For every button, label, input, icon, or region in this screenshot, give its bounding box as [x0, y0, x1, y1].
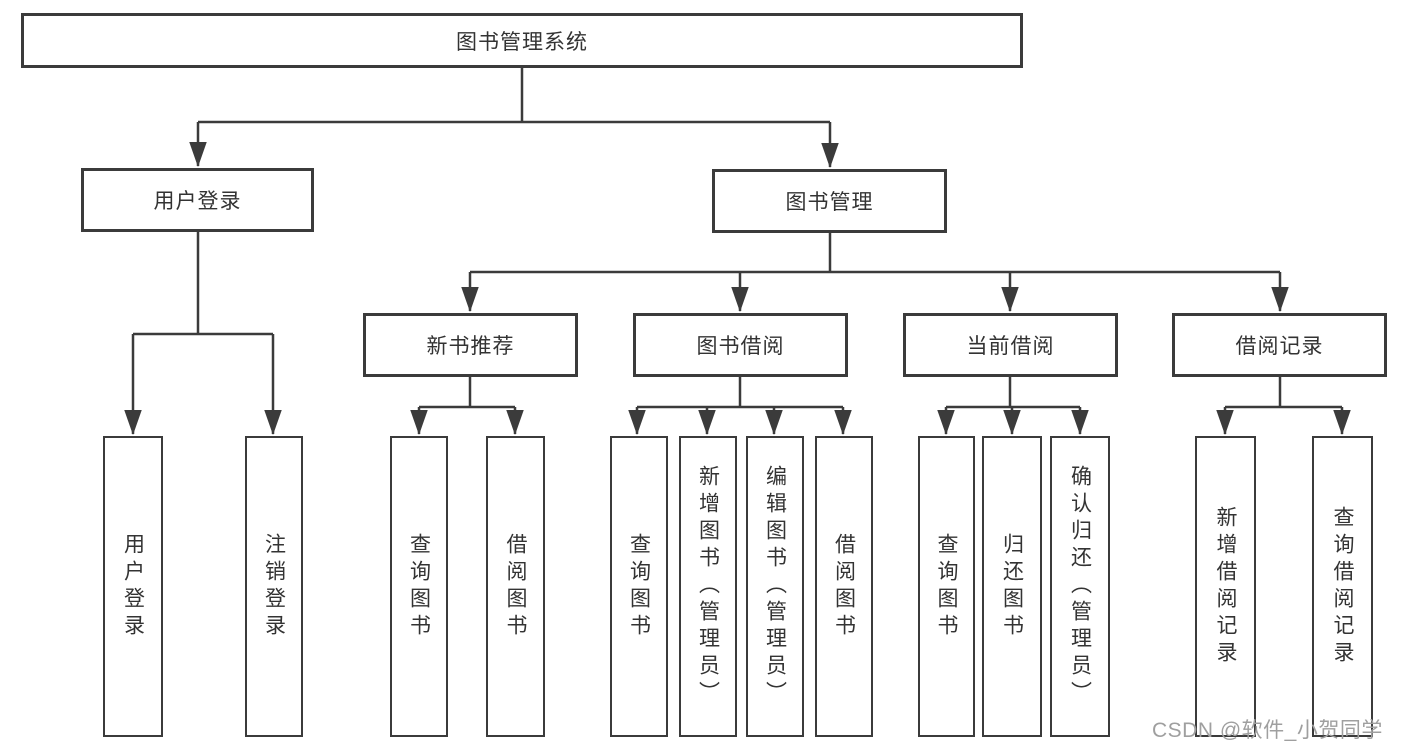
node-current-borrowing: 当前借阅	[903, 313, 1118, 377]
node-leaf-return-books: 归还图书	[982, 436, 1042, 737]
node-label: 借阅图书	[832, 532, 856, 641]
node-label: 新增图书（管理员）	[696, 465, 720, 708]
node-label: 借阅记录	[1235, 335, 1324, 358]
node-leaf-borrow-books-borrowing: 借阅图书	[815, 436, 873, 737]
node-label: 编辑图书（管理员）	[763, 465, 787, 708]
node-leaf-add-borrow-record: 新增借阅记录	[1195, 436, 1256, 737]
watermark-text: CSDN @软件_小贺同学	[1152, 719, 1383, 742]
node-label: 确认归还（管理员）	[1068, 465, 1092, 708]
node-label: 借阅图书	[504, 532, 527, 641]
node-label: 查询图书	[407, 532, 431, 641]
node-leaf-logout: 注销登录	[245, 436, 303, 737]
node-label: 新书推荐	[426, 335, 515, 358]
node-label: 查询图书	[935, 532, 958, 641]
node-label: 归还图书	[1000, 532, 1024, 641]
node-label: 图书管理系统	[456, 30, 588, 54]
node-leaf-query-borrow-record: 查询借阅记录	[1312, 436, 1373, 737]
node-leaf-edit-books-admin: 编辑图书（管理员）	[746, 436, 804, 737]
node-book-management: 图书管理	[712, 169, 947, 233]
node-label: 当前借阅	[966, 335, 1055, 358]
node-label: 用户登录	[153, 190, 242, 213]
node-leaf-query-books-recommend: 查询图书	[390, 436, 448, 737]
node-user-login: 用户登录	[81, 168, 314, 232]
node-label: 查询图书	[627, 532, 651, 641]
node-leaf-query-books-current: 查询图书	[918, 436, 975, 737]
node-leaf-user-login: 用户登录	[103, 436, 163, 737]
node-leaf-add-books-admin: 新增图书（管理员）	[679, 436, 737, 737]
node-label: 图书管理	[785, 191, 874, 214]
node-book-borrowing: 图书借阅	[633, 313, 848, 377]
node-leaf-query-books-borrowing: 查询图书	[610, 436, 668, 737]
node-label: 图书借阅	[696, 335, 785, 358]
node-leaf-borrow-books-recommend: 借阅图书	[486, 436, 545, 737]
node-leaf-confirm-return-admin: 确认归还（管理员）	[1050, 436, 1110, 737]
node-label: 用户登录	[121, 532, 145, 641]
node-label: 注销登录	[262, 532, 286, 641]
node-new-book-recommendation: 新书推荐	[363, 313, 578, 377]
node-label: 查询借阅记录	[1331, 505, 1354, 668]
node-library-management-system: 图书管理系统	[21, 13, 1023, 68]
node-borrowing-records: 借阅记录	[1172, 313, 1387, 377]
node-label: 新增借阅记录	[1214, 505, 1237, 668]
